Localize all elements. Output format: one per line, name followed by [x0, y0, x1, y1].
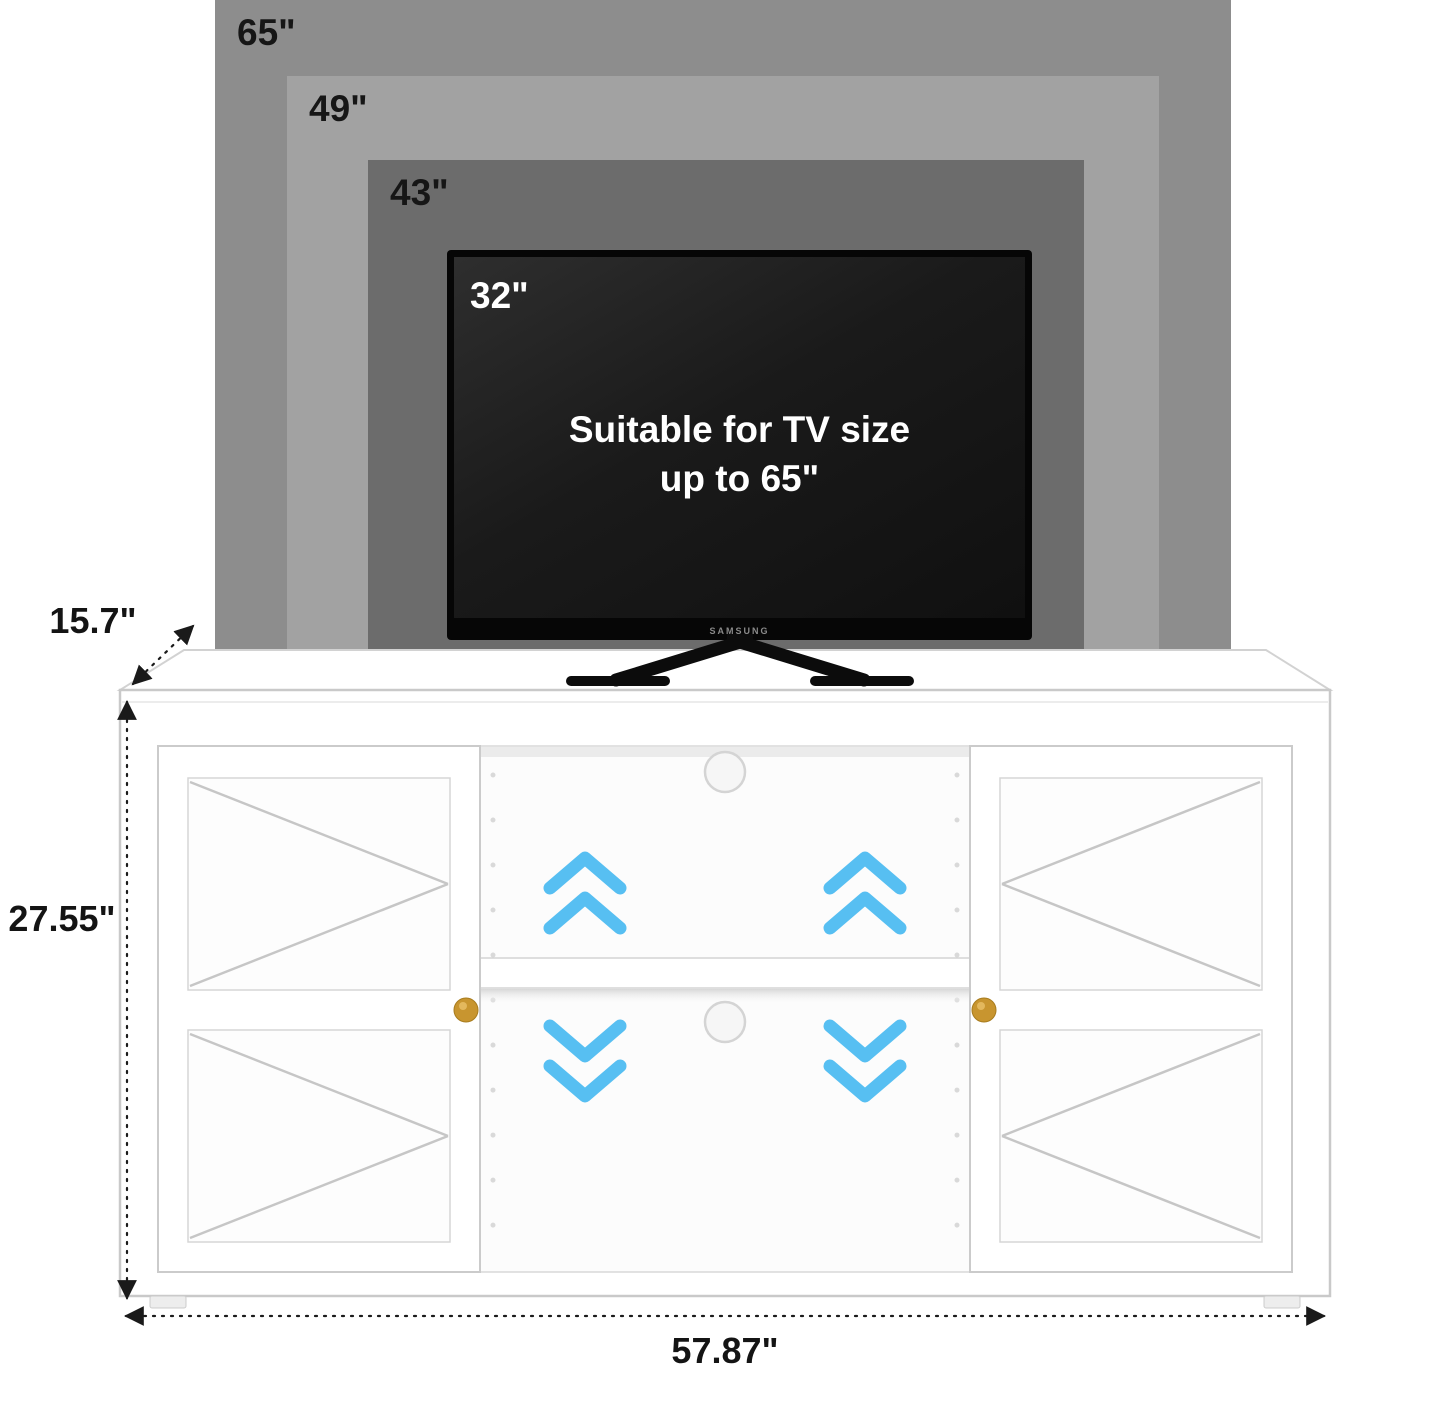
tv-brand-logo: SAMSUNG	[709, 626, 770, 636]
tv-screen: 32" Suitable for TV size up to 65"	[454, 257, 1025, 618]
tv-suitability-caption: Suitable for TV size up to 65"	[454, 405, 1025, 503]
tv-size-label-49: 49"	[309, 88, 368, 129]
tv-caption-line2: up to 65"	[659, 458, 820, 499]
depth-dimension-label: 15.7"	[49, 600, 137, 641]
tv-size-label-65: 65"	[237, 12, 296, 53]
tv-caption-line1: Suitable for TV size	[568, 409, 911, 450]
height-dimension-label: 27.55"	[8, 898, 116, 939]
cabinet-foot-left	[149, 1295, 187, 1309]
cable-hole-bottom	[703, 1000, 747, 1044]
cabinet-foot-right	[1263, 1295, 1301, 1309]
shelf-shadow	[481, 989, 969, 1005]
width-dimension-label: 57.87"	[671, 1330, 779, 1371]
chevron-double-down-icon-left	[543, 1019, 627, 1103]
left-door-knob	[453, 997, 479, 1023]
cable-hole-top	[703, 750, 747, 794]
adjustable-shelf	[479, 957, 971, 989]
tv-stand-legs	[566, 634, 914, 687]
chevron-double-up-icon-left	[543, 851, 627, 935]
right-barn-door	[969, 745, 1293, 1273]
chevron-double-up-icon-right	[823, 851, 907, 935]
tv-size-label-32: 32"	[470, 275, 529, 316]
left-barn-door	[157, 745, 481, 1273]
chevron-double-down-icon-right	[823, 1019, 907, 1103]
tv-size-label-43: 43"	[390, 172, 449, 213]
tv: 32" Suitable for TV size up to 65" SAMSU…	[447, 250, 1032, 640]
right-door-knob	[971, 997, 997, 1023]
cabinet-top-surface	[116, 649, 1334, 691]
